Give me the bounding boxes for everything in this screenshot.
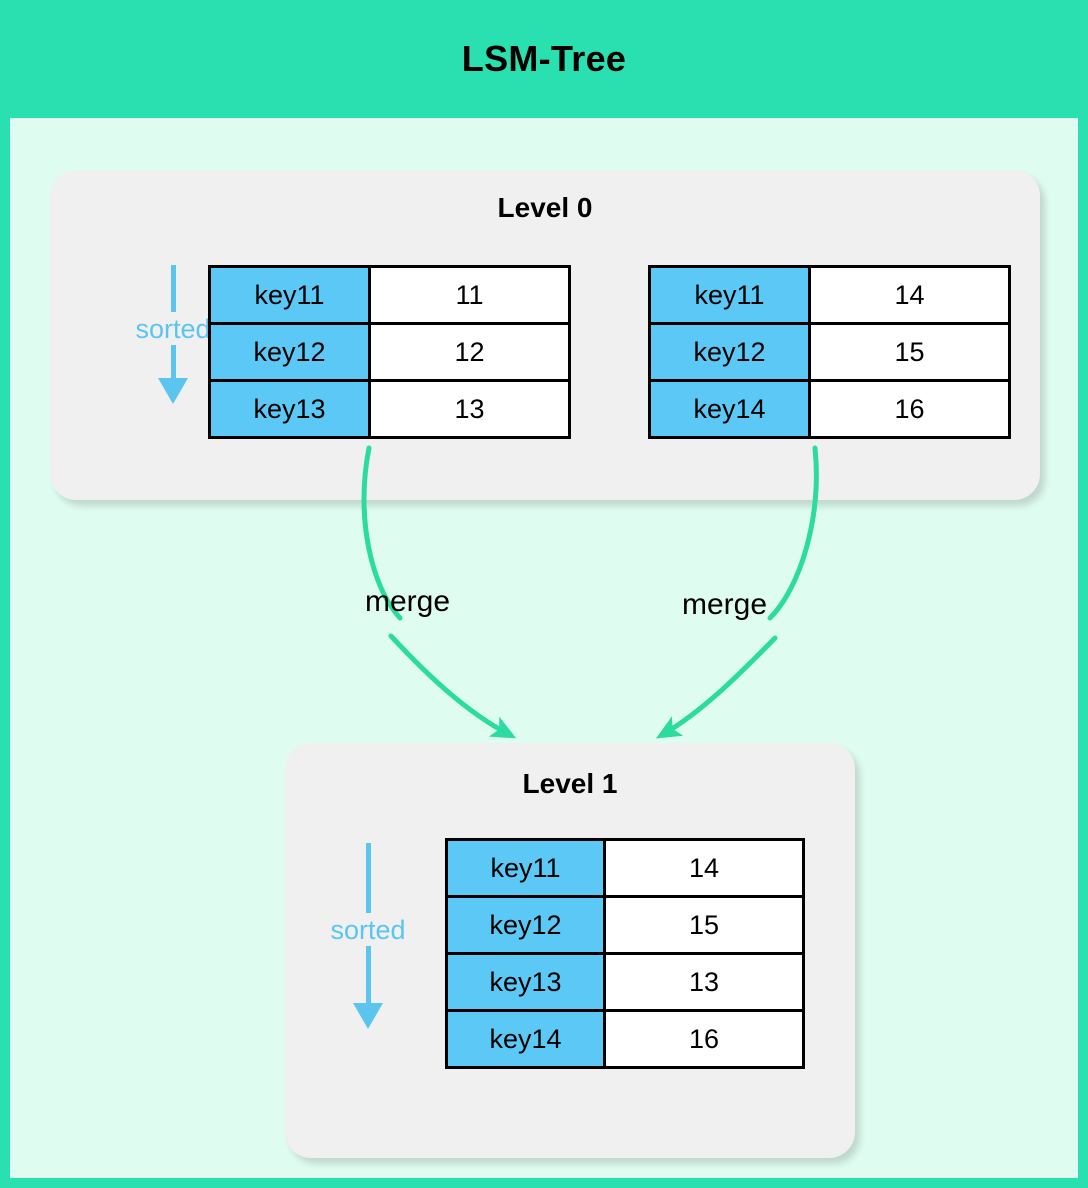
cell-value: 11 <box>371 268 568 322</box>
cell-value: 13 <box>371 382 568 436</box>
cell-key: key12 <box>651 325 811 379</box>
table-row: key12 15 <box>651 325 1008 382</box>
sorted-label: sorted <box>330 915 406 945</box>
cell-value: 16 <box>606 1012 802 1066</box>
cell-key: key11 <box>211 268 371 322</box>
cell-value: 15 <box>811 325 1008 379</box>
arrow-head <box>353 1003 383 1030</box>
merge-arrow-left-lower <box>388 633 517 739</box>
cell-key: key14 <box>448 1012 606 1066</box>
cell-value: 14 <box>606 841 802 895</box>
level-0-sorted-indicator: sorted <box>118 265 228 405</box>
cell-key: key13 <box>211 382 371 436</box>
sorted-line-icon <box>365 843 371 913</box>
cell-key: key13 <box>448 955 606 1009</box>
sorted-label: sorted <box>135 314 211 344</box>
sorted-line-icon <box>170 265 176 312</box>
table-row: key13 13 <box>211 382 568 436</box>
cell-value: 13 <box>606 955 802 1009</box>
merge-arrow-right-lower <box>655 635 778 739</box>
table-row: key11 14 <box>651 268 1008 325</box>
merge-label-right: merge <box>682 588 768 621</box>
cell-key: key12 <box>211 325 371 379</box>
arrow-head <box>158 378 188 405</box>
cell-key: key14 <box>651 382 811 436</box>
table-row: key14 16 <box>448 1012 802 1066</box>
table-row: key12 15 <box>448 898 802 955</box>
table-row: key12 12 <box>211 325 568 382</box>
cell-value: 12 <box>371 325 568 379</box>
sstable-level0-b: key11 14 key12 15 key14 16 <box>648 265 1011 439</box>
cell-key: key11 <box>651 268 811 322</box>
level-0-panel: Level 0 sorted key11 11 key12 12 <box>50 170 1040 500</box>
level-1-sorted-indicator: sorted <box>313 843 423 1030</box>
cell-value: 14 <box>811 268 1008 322</box>
cell-value: 15 <box>606 898 802 952</box>
level-1-panel: Level 1 sorted key11 14 key12 15 <box>285 743 855 1158</box>
merge-label-left: merge <box>365 585 451 618</box>
table-row: key14 16 <box>651 382 1008 436</box>
table-row: key11 14 <box>448 841 802 898</box>
sstable-level1: key11 14 key12 15 key13 13 key14 16 <box>445 838 805 1069</box>
table-row: key13 13 <box>448 955 802 1012</box>
level-0-title: Level 0 <box>497 192 593 223</box>
diagram-canvas: Level 0 sorted key11 11 key12 12 <box>10 118 1078 1178</box>
arrow-shaft <box>170 345 176 380</box>
cell-key: key12 <box>448 898 606 952</box>
sorted-down-arrow-icon <box>158 345 188 405</box>
arrow-shaft <box>365 946 371 1005</box>
page-title: LSM-Tree <box>461 38 627 79</box>
sorted-down-arrow-icon <box>353 946 383 1030</box>
header-bar: LSM-Tree <box>0 0 1088 118</box>
level-1-title: Level 1 <box>522 768 618 799</box>
table-row: key11 11 <box>211 268 568 325</box>
cell-value: 16 <box>811 382 1008 436</box>
cell-key: key11 <box>448 841 606 895</box>
sstable-level0-a: key11 11 key12 12 key13 13 <box>208 265 571 439</box>
